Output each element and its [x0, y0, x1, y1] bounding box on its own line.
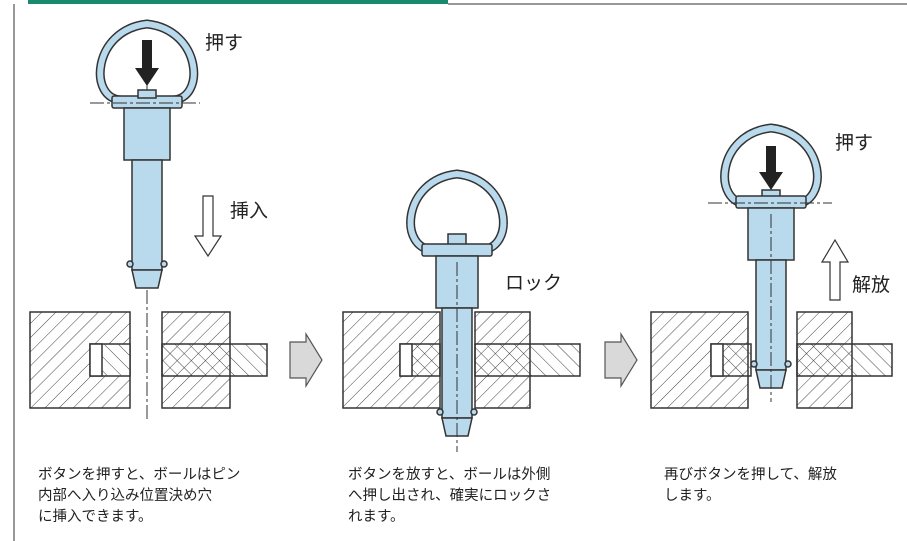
stage1-push-label: 押す [205, 32, 244, 54]
stage3-caption: 再びボタンを押して、解放 します。 [664, 467, 837, 504]
stage3-release-arrow-icon [820, 238, 850, 301]
accent-bar [28, 0, 448, 4]
stage1-plates [29, 311, 268, 409]
process-arrow-1-icon [289, 331, 323, 389]
stage3-push-arrow-icon [759, 146, 783, 190]
stage3-plates [650, 311, 893, 409]
stage1-insert-label: 挿入 [230, 200, 269, 222]
stage2-plates [342, 311, 581, 409]
stage1-insert-arrow-icon [193, 195, 223, 258]
process-arrow-2-icon [604, 331, 638, 389]
stage2-caption: ボタンを放すと、ボールは外側 へ押し出され、確実にロックさ れます。 [348, 467, 552, 525]
stage2-lock-label: ロック [505, 272, 563, 294]
stage3-release-label: 解放 [852, 274, 891, 296]
stage1-caption: ボタンを押すと、ボールはピン 内部へ入り込み位置決め穴 に挿入できます。 [38, 467, 241, 525]
stage1-pin [95, 19, 199, 289]
stage3-push-label: 押す [835, 132, 874, 154]
stage1-push-arrow-icon [135, 40, 159, 86]
